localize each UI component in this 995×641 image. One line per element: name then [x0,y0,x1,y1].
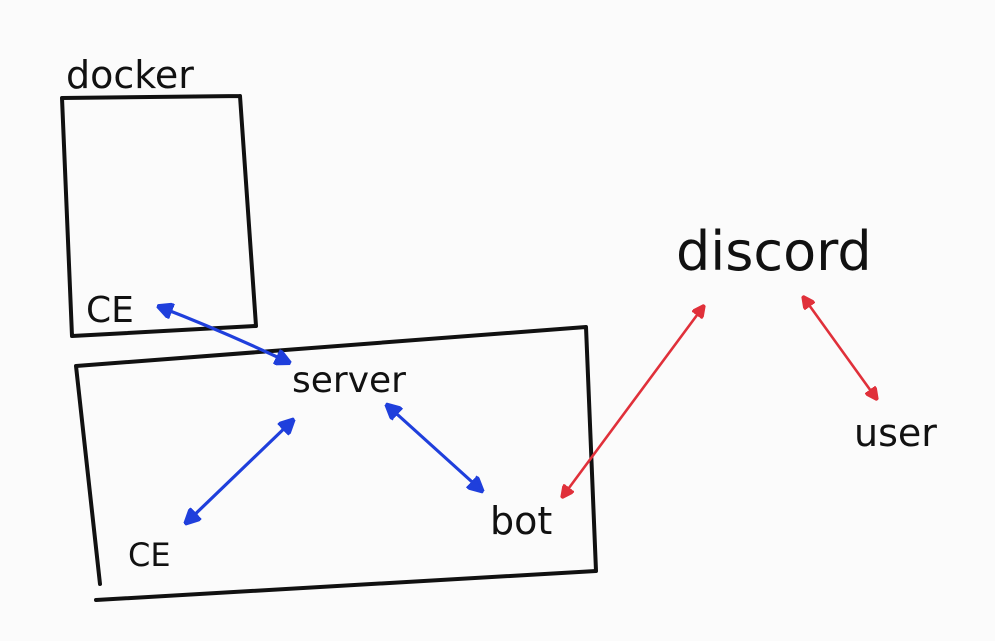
arrow-discord-to-user [804,298,876,398]
user-label: user [854,411,937,455]
ce-docker-label: CE [86,290,134,331]
discord-label: discord [676,220,872,283]
docker-label: docker [66,53,194,97]
docker-box [60,94,258,338]
server-label: server [292,360,406,401]
arrow-bot-to-discord [563,307,703,496]
arrow-server-to-bot [388,406,481,490]
arrow-local-ce-to-server [187,421,292,522]
arrow-docker-ce-to-server [160,307,288,362]
ce-local-label: CE [128,536,171,574]
bot-label: bot [490,499,552,543]
